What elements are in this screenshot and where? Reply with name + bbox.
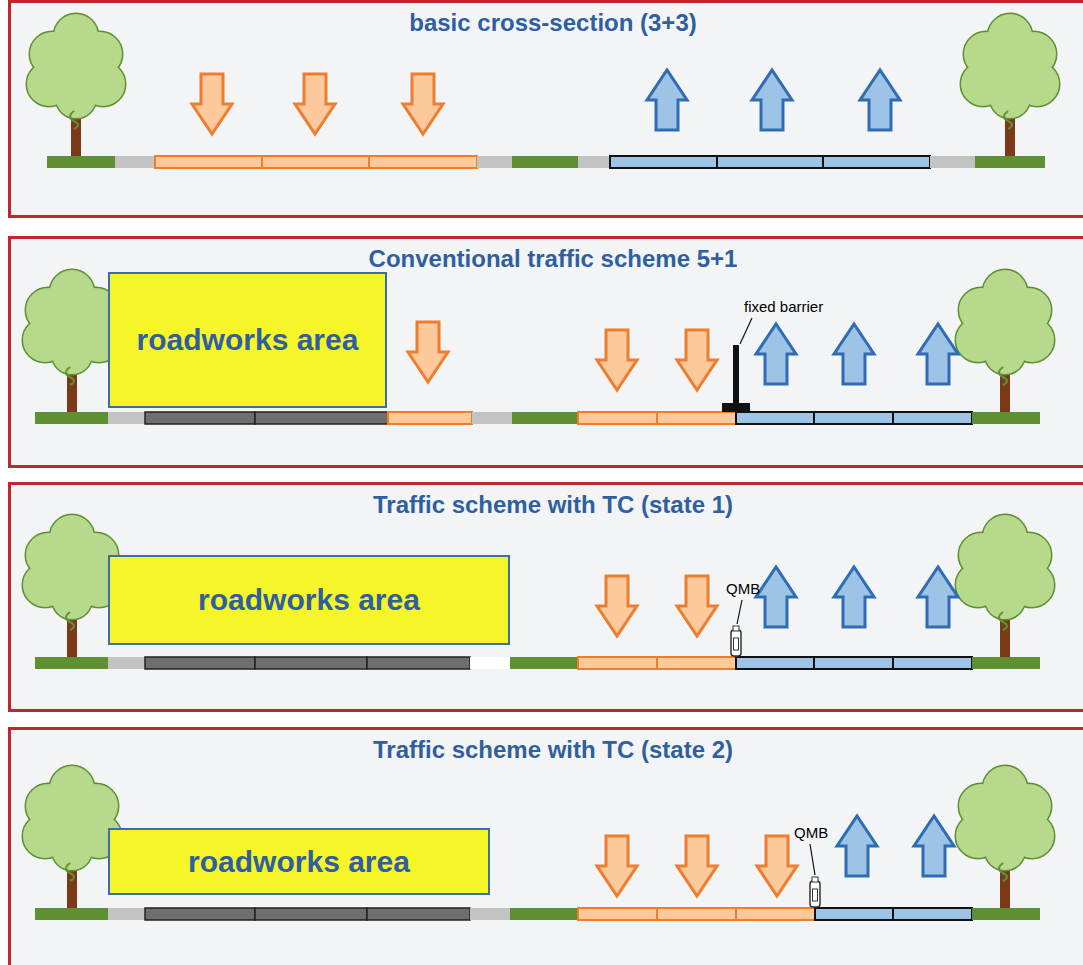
roadworks-label: roadworks area: [188, 845, 410, 879]
panel-title: basic cross-section (3+3): [409, 9, 696, 36]
roadworks-area-box: roadworks area: [108, 828, 490, 895]
roadworks-label: roadworks area: [137, 323, 359, 357]
scheme-panel: basic cross-section (3+3): [8, 0, 1083, 218]
qmb-label: QMB: [726, 580, 760, 597]
scheme-panel: Traffic scheme with TC (state 2) roadwork…: [8, 727, 1083, 965]
roadworks-area-box: roadworks area: [108, 555, 510, 645]
panel-title-row: basic cross-section (3+3): [11, 9, 1083, 37]
panel-title: Traffic scheme with TC (state 2): [373, 736, 733, 763]
scheme-panel: Traffic scheme with TC (state 1) roadwork…: [8, 482, 1083, 712]
scheme-panel: Conventional traffic scheme 5+1 roadworks…: [8, 236, 1083, 468]
panel-title: Conventional traffic scheme 5+1: [369, 245, 738, 272]
roadworks-area-box: roadworks area: [108, 272, 387, 408]
panel-title-row: Traffic scheme with TC (state 1): [11, 491, 1083, 519]
roadworks-label: roadworks area: [198, 583, 420, 617]
barrier-label: fixed barrier: [744, 298, 823, 315]
panel-title-row: Traffic scheme with TC (state 2): [11, 736, 1083, 764]
qmb-label: QMB: [794, 824, 828, 841]
panel-title-row: Conventional traffic scheme 5+1: [11, 245, 1083, 273]
panel-title: Traffic scheme with TC (state 1): [373, 491, 733, 518]
